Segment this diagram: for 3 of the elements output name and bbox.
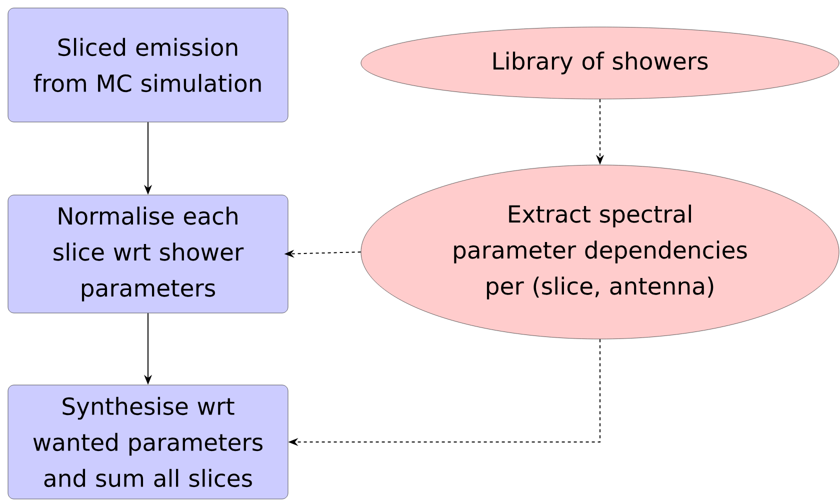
process-box: Sliced emission from MC simulation (8, 8, 288, 122)
process-box: Synthesise wrt wanted parameters and sum all slices (8, 384, 288, 500)
process-box: Normalise each slice wrt shower parameters (8, 194, 288, 314)
